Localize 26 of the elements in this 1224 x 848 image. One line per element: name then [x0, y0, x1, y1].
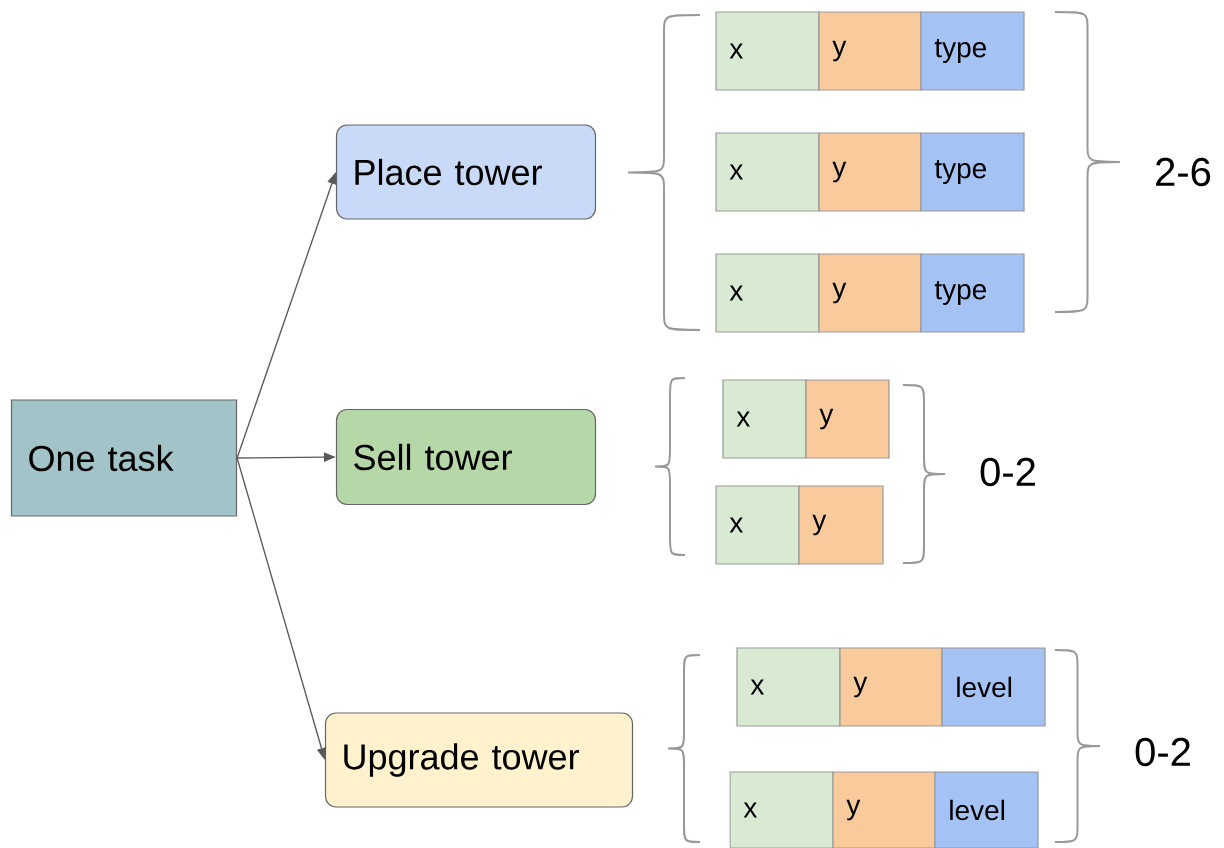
field-cell: type — [920, 132, 1025, 212]
field-cell: x — [736, 647, 841, 727]
field-cell: level — [934, 771, 1039, 848]
field-cell: y — [798, 485, 884, 565]
field-cell: x — [722, 379, 807, 459]
field-cell: x — [715, 485, 800, 565]
process-box: Place tower — [335, 124, 597, 220]
field-cell: x — [715, 132, 820, 212]
field-cell: y — [805, 379, 890, 459]
field-cell: y — [839, 647, 943, 727]
field-cell: level — [941, 647, 1046, 727]
process-box: One task — [10, 399, 238, 517]
field-cell: x — [715, 11, 820, 91]
field-cell: type — [920, 253, 1025, 333]
field-cell: y — [818, 132, 922, 212]
field-cell: x — [715, 253, 820, 333]
process-box: Sell tower — [335, 408, 597, 506]
process-box: Upgrade tower — [324, 712, 634, 808]
count-label: 0-2 — [1135, 737, 1190, 767]
field-cell: y — [818, 253, 922, 333]
field-cell: type — [920, 11, 1025, 91]
field-cell: x — [729, 771, 834, 848]
field-cell: y — [832, 771, 936, 848]
count-label: 2-6 — [1156, 157, 1211, 187]
count-label: 0-2 — [980, 457, 1035, 487]
field-cell: y — [818, 11, 922, 91]
